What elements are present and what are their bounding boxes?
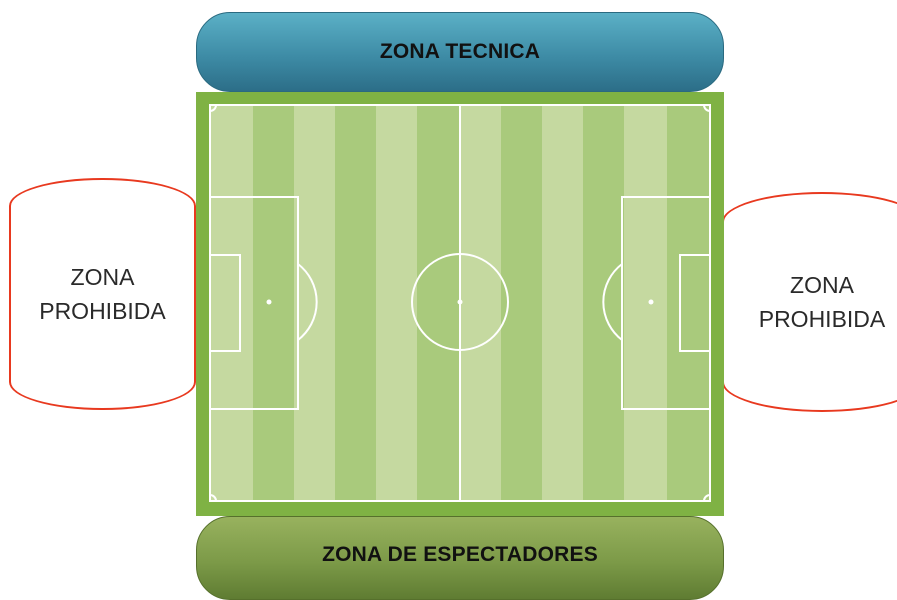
corner-arc-top-right	[703, 104, 711, 112]
left-penalty-arc	[297, 263, 318, 341]
right-penalty-arc	[602, 263, 623, 341]
right-penalty-spot	[648, 299, 654, 305]
center-circle	[411, 253, 509, 351]
technical-zone-label: ZONA TECNICA	[379, 40, 541, 63]
prohibited-zone-left-line2: PROHIBIDA	[39, 298, 166, 324]
prohibited-zone-right: ZONA PROHIBIDA	[722, 192, 897, 412]
grass-stripe	[335, 105, 376, 501]
left-penalty-spot	[266, 299, 272, 305]
prohibited-zone-left: ZONA PROHIBIDA	[9, 178, 196, 410]
grass-stripe	[294, 105, 335, 501]
prohibited-zone-right-line2: PROHIBIDA	[758, 306, 886, 332]
grass-stripe	[417, 105, 460, 501]
right-goal-area	[679, 254, 711, 352]
spectator-zone-label: ZONA DE ESPECTADORES	[322, 543, 598, 566]
corner-arc-top-left	[209, 104, 217, 112]
grass-stripe	[624, 105, 667, 501]
grass-stripe	[542, 105, 583, 501]
grass-stripe	[667, 105, 710, 501]
grass-stripe	[210, 105, 253, 501]
corner-arc-bottom-left	[209, 494, 217, 502]
grass-stripe	[253, 105, 294, 501]
prohibited-zone-right-line1: ZONA	[790, 272, 854, 298]
spectator-zone: ZONA DE ESPECTADORES	[196, 516, 724, 600]
prohibited-zone-left-line1: ZONA	[70, 264, 135, 290]
technical-zone: ZONA TECNICA	[196, 12, 724, 92]
grass-stripe	[460, 105, 501, 501]
corner-arc-bottom-right	[703, 494, 711, 502]
grass-stripe	[376, 105, 417, 501]
left-goal-area	[209, 254, 241, 352]
center-spot	[457, 299, 463, 305]
football-pitch	[196, 92, 724, 516]
